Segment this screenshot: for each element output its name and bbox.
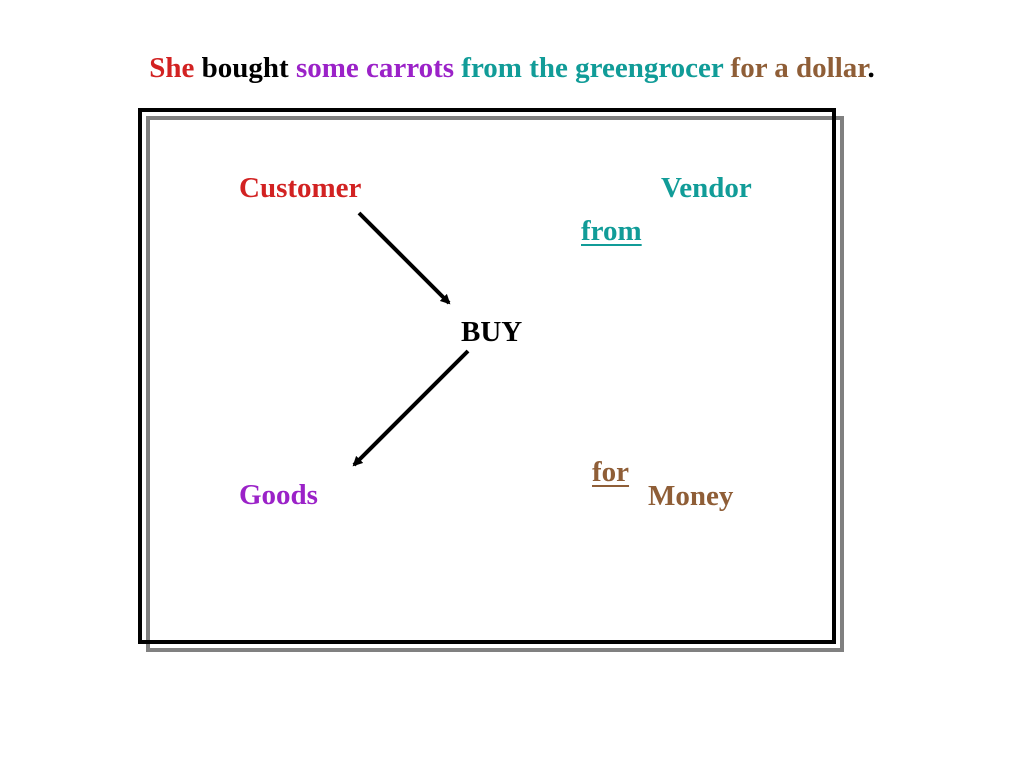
goods-label: Goods: [239, 479, 318, 511]
sentence-agent: She: [149, 52, 195, 84]
diagram-frame: [138, 108, 836, 644]
sentence: She bought some carrots from the greengr…: [0, 52, 1024, 85]
sentence-period: .: [867, 52, 875, 84]
money-label: Money: [648, 480, 734, 512]
sentence-money: for a dollar: [730, 52, 868, 84]
for-label: for: [592, 456, 630, 488]
sentence-verb: bought: [201, 52, 289, 84]
frame-shadow: [146, 116, 844, 652]
sentence-goods: some carrots: [295, 52, 455, 84]
vendor-label: Vendor: [661, 172, 752, 204]
from-label: from: [581, 215, 642, 247]
sentence-source: from the greengrocer: [461, 52, 724, 84]
buy-label: BUY: [461, 316, 523, 348]
customer-label: Customer: [239, 172, 362, 204]
